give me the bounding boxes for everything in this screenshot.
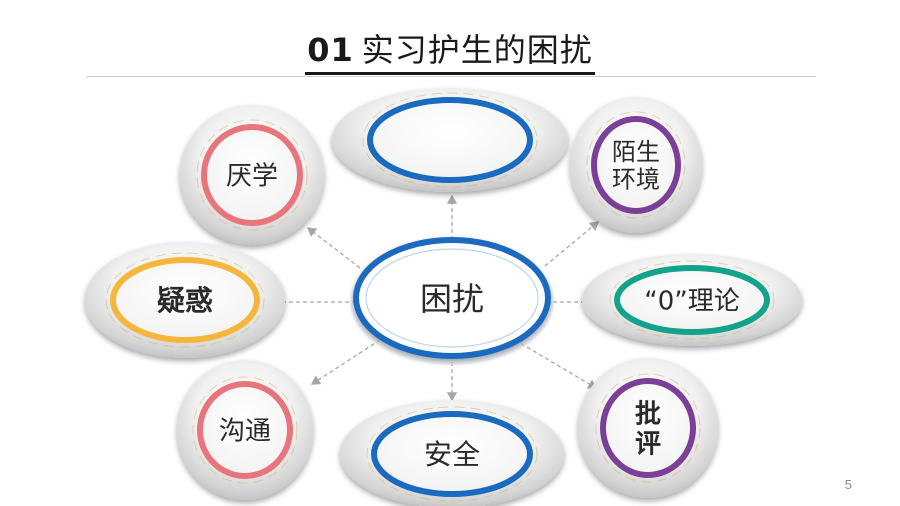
node-rim-accent [362,92,538,188]
node-rim-accent [595,373,701,483]
node-bottom-right: 批评 [578,358,718,498]
node-ring [201,124,303,226]
node-label-right: “0”理论 [644,286,739,316]
page-number: 5 [844,477,852,492]
title-number: 01 [307,31,354,69]
connector-arrow-bottom-left [310,339,381,385]
node-label-left: 疑惑 [157,284,213,317]
node-bottom-left: 沟通 [177,360,313,500]
node-rim-accent [609,260,775,340]
title-text: 实习护生的困扰 [361,31,593,69]
node-ring [600,378,696,478]
node-ring [367,97,533,183]
node-label-bottom-left: 沟通 [219,416,271,446]
center-inner-ring [365,248,539,348]
node-top-left: 厌学 [180,105,324,245]
node-rim-accent [196,119,308,231]
node-ring [110,257,260,343]
node-label-bottom-right: 评 [635,429,661,459]
center-node: 困扰 [350,237,554,365]
center-ring [353,237,551,359]
node-label-top-left: 厌学 [226,161,278,191]
connector-arrow-top-right [544,221,600,267]
node-rim-accent [586,111,686,219]
node-right: “0”理论 [582,254,802,346]
node-bottom: 安全 [340,400,564,506]
node-ring [197,381,293,479]
connector-arrow-top-left [306,227,361,269]
node-rim-accent [366,406,538,502]
node-ring [591,116,681,214]
node-left: 疑惑 [85,242,285,358]
node-label-top-right: 环境 [612,165,660,193]
connector-arrow-bottom-right [514,339,598,389]
node-ring [614,265,770,335]
title-divider [86,76,816,77]
node-rim-accent [105,252,265,348]
center-label: 困扰 [420,280,484,318]
node-label-bottom: 安全 [424,438,480,471]
node-top [332,88,568,192]
node-label-bottom-right: 批 [635,399,661,429]
node-ring [371,411,533,497]
node-label-top-right: 陌生 [612,138,660,166]
node-rim-accent [192,376,298,484]
